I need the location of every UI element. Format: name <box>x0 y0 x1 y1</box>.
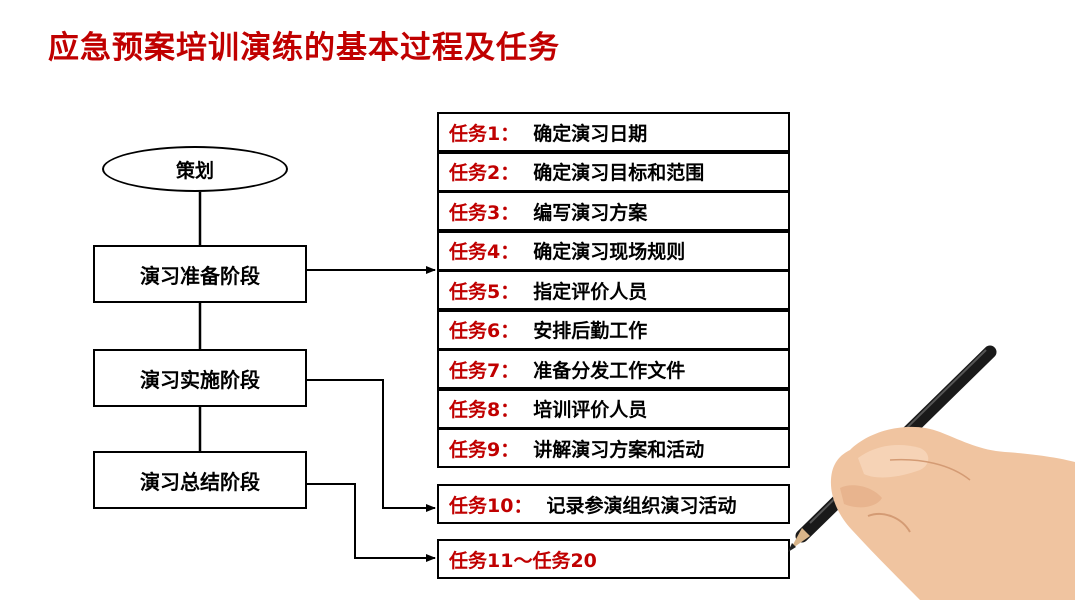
task-id: 任务1： <box>449 119 519 146</box>
task-desc: 编写演习方案 <box>533 198 647 225</box>
task-id: 任务4： <box>449 237 519 264</box>
task-11-20: 任务11～任务20 <box>437 539 790 579</box>
task-id: 任务7： <box>449 356 519 383</box>
task-desc: 准备分发工作文件 <box>533 356 685 383</box>
task-id: 任务9： <box>449 435 519 462</box>
task-desc: 记录参演组织演习活动 <box>546 491 736 518</box>
task-8: 任务8： 培训评价人员 <box>437 389 790 429</box>
task-desc: 安排后勤工作 <box>533 316 647 343</box>
task-5: 任务5： 指定评价人员 <box>437 270 790 310</box>
planning-oval: 策划 <box>102 146 288 192</box>
task-desc: 讲解演习方案和活动 <box>533 435 704 462</box>
task-2: 任务2： 确定演习目标和范围 <box>437 152 790 192</box>
task-4: 任务4： 确定演习现场规则 <box>437 231 790 271</box>
task-3: 任务3： 编写演习方案 <box>437 191 790 231</box>
task-10: 任务10： 记录参演组织演习活动 <box>437 484 790 524</box>
task-6: 任务6： 安排后勤工作 <box>437 310 790 350</box>
task-desc: 确定演习日期 <box>533 119 647 146</box>
hand-pencil-illustration <box>780 340 1075 600</box>
task-id: 任务6： <box>449 316 519 343</box>
hand-icon <box>831 427 1075 600</box>
stage-execution: 演习实施阶段 <box>93 349 307 407</box>
task-id: 任务2： <box>449 158 519 185</box>
task-7: 任务7： 准备分发工作文件 <box>437 349 790 389</box>
task-1: 任务1： 确定演习日期 <box>437 112 790 152</box>
task-id: 任务8： <box>449 395 519 422</box>
task-desc: 确定演习目标和范围 <box>533 158 704 185</box>
task-id: 任务10： <box>449 491 532 518</box>
task-id: 任务5： <box>449 277 519 304</box>
stage-summary: 演习总结阶段 <box>93 451 307 509</box>
task-desc: 指定评价人员 <box>533 277 647 304</box>
task-desc: 培训评价人员 <box>533 395 647 422</box>
stage-preparation: 演习准备阶段 <box>93 245 307 303</box>
task-desc: 确定演习现场规则 <box>533 237 685 264</box>
arrow-summary-to-task11 <box>307 484 435 558</box>
arrow-exec-to-task10 <box>307 380 435 508</box>
task-9: 任务9： 讲解演习方案和活动 <box>437 428 790 468</box>
task-id: 任务11～任务20 <box>449 546 597 573</box>
task-id: 任务3： <box>449 198 519 225</box>
